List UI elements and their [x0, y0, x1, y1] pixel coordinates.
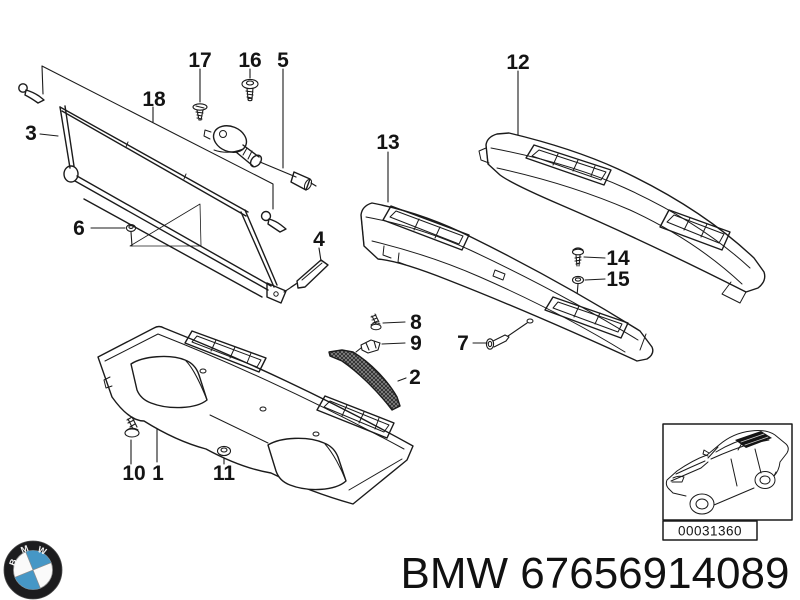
logo-letter-m: M: [19, 543, 30, 555]
bracket-part-4: [290, 259, 329, 289]
nut-part-6: [125, 224, 137, 232]
pin-part-18-right: [260, 210, 287, 233]
car-inset: [662, 423, 793, 541]
rivet-hole: [526, 318, 534, 324]
callout-labels: 1 2 3 4 5 6 7 8 9 10 11 12 13 14 15 16 1…: [25, 49, 630, 485]
bmw-roundel-icon: B M W: [3, 540, 63, 600]
rear-shelf-part-1: [97, 325, 414, 505]
part-number-text: 67656914089: [520, 549, 790, 598]
highlighted-shelf-area: [735, 431, 772, 448]
callout-11: 11: [213, 462, 236, 485]
callout-1: 1: [152, 462, 164, 485]
screw-part-10: [124, 416, 140, 438]
callout-4: 4: [313, 228, 325, 251]
brand-text: BMW: [400, 549, 509, 598]
screw-part-16: [241, 78, 259, 102]
rear-shelf-part-13: [360, 202, 654, 362]
callout-15: 15: [606, 268, 630, 291]
callout-6: 6: [73, 217, 85, 240]
rivet-part-7: [485, 334, 510, 350]
fold-line-triangle: [129, 203, 202, 247]
pin-part-18-left: [18, 83, 45, 104]
callout-14: 14: [606, 247, 630, 270]
image-code-text: 00031360: [678, 524, 742, 539]
callout-13: 13: [376, 131, 399, 154]
callout-17: 17: [188, 49, 211, 72]
callout-16: 16: [238, 49, 261, 72]
callout-3: 3: [25, 122, 37, 145]
callout-7: 7: [457, 332, 469, 355]
callout-2: 2: [409, 366, 421, 389]
image-code-frame: [662, 520, 758, 541]
screw-part-14: [571, 247, 585, 267]
screw-part-17: [192, 103, 208, 121]
callout-12: 12: [506, 51, 529, 74]
cable-line: [259, 161, 297, 178]
nut-part-15: [571, 275, 585, 285]
mesh-cover-part-2: [328, 349, 401, 411]
callout-18: 18: [142, 88, 166, 111]
callout-9: 9: [410, 332, 422, 355]
rear-shelf-part-12: [478, 132, 766, 304]
logo-letter-b: B: [7, 557, 19, 567]
clip-part-9: [355, 339, 381, 354]
car-inset-frame: [662, 423, 793, 521]
nut-part-11: [216, 445, 232, 457]
footer-caption: BMW 67656914089: [390, 549, 800, 599]
sun-blind-part-3: [59, 105, 287, 304]
callout-5: 5: [277, 49, 289, 72]
screw-part-8: [370, 313, 382, 331]
callout-8: 8: [410, 311, 422, 334]
cable-drive-part-5: [203, 125, 317, 191]
callout-10: 10: [122, 462, 145, 485]
car-icon: [665, 430, 789, 515]
